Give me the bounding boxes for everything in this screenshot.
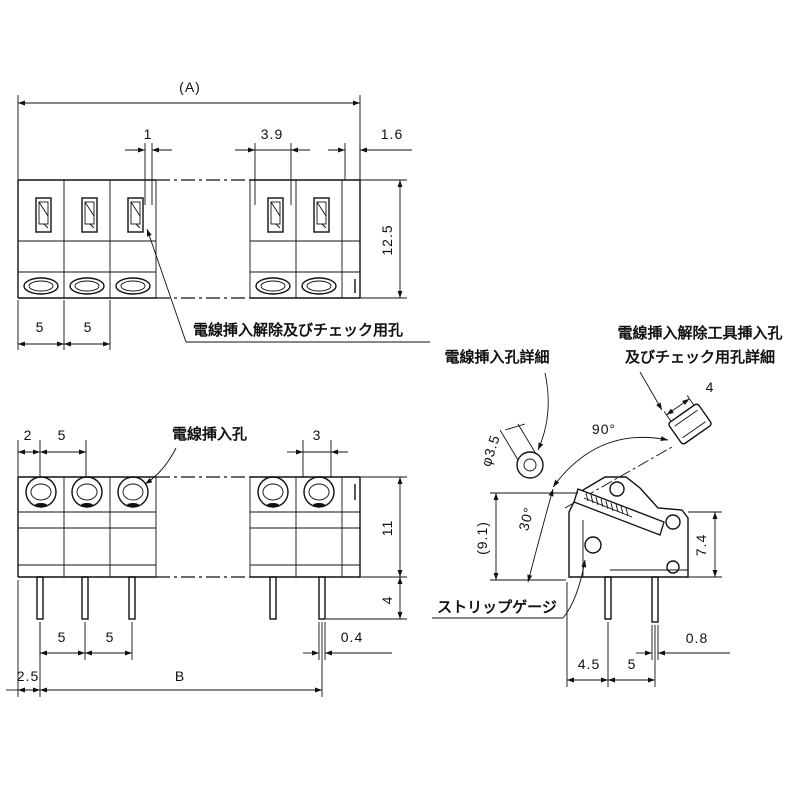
dimension-front-11: 11 bbox=[360, 476, 407, 578]
dimension-1-label: 1 bbox=[144, 126, 153, 142]
release-hole bbox=[81, 197, 98, 233]
tool-dim-4-label: 4 bbox=[706, 379, 715, 395]
wire-hole bbox=[25, 476, 57, 508]
side-pin bbox=[651, 576, 659, 623]
dimension-3-9-label: 3.9 bbox=[261, 126, 283, 142]
dimension-1-6-label: 1.6 bbox=[381, 126, 403, 142]
wire-hole-label: 電線挿入孔 bbox=[172, 425, 247, 443]
dimension-side-0-8: 0.8 bbox=[636, 625, 730, 660]
front-dim-4-label: 4 bbox=[379, 596, 395, 605]
wire-hole-detail: φ3.5 bbox=[478, 423, 544, 479]
top-pitch-2-label: 5 bbox=[84, 319, 93, 335]
dim-9-1-label: (9.1) bbox=[474, 521, 490, 555]
dimension-3-9: 3.9 bbox=[235, 126, 310, 205]
wire-hole bbox=[257, 476, 289, 508]
side-pin bbox=[604, 576, 612, 620]
top-view: (A) 1 3.9 1.6 12.5 bbox=[17, 79, 430, 350]
front-wire-holes bbox=[25, 476, 356, 508]
pin-0-4-label: 0.4 bbox=[341, 629, 363, 645]
top-pitch-1-label: 5 bbox=[36, 319, 45, 335]
angle-90: 90° bbox=[552, 421, 669, 488]
dimension-9-1: (9.1) bbox=[474, 492, 578, 581]
dimension-2-5-and-B: 2.5 B bbox=[6, 580, 323, 697]
wire-hole-detail-label: 電線挿入孔詳細 bbox=[444, 348, 549, 366]
dimension-pin-pitch: 5 5 bbox=[39, 622, 133, 660]
strip-gauge-label: ストリップゲージ bbox=[437, 598, 557, 616]
top-wire-openings bbox=[23, 277, 356, 295]
angle-30-label: 30° bbox=[515, 505, 537, 532]
side-view: 電線挿入孔詳細 電線挿入解除工具挿入孔 及びチェック用孔詳細 φ3.5 4 bbox=[432, 324, 783, 687]
pin-pitch-1-label: 5 bbox=[58, 629, 67, 645]
dim-7-4-label: 7.4 bbox=[693, 534, 709, 556]
dimension-A-label: (A) bbox=[179, 79, 201, 95]
front-pins bbox=[36, 576, 326, 620]
wire-hole bbox=[71, 476, 103, 508]
side-hole bbox=[666, 560, 680, 574]
top-break-line bbox=[156, 179, 250, 299]
dimension-front-3: 3 bbox=[287, 427, 348, 477]
front-view: 2 5 電線挿入孔 3 11 4 bbox=[6, 425, 407, 697]
side-dim-0-8-label: 0.8 bbox=[686, 630, 708, 646]
strip-gauge-hatch bbox=[583, 492, 633, 518]
release-holes bbox=[35, 197, 330, 233]
pin-pitch-2-label: 5 bbox=[106, 629, 115, 645]
release-hole bbox=[267, 197, 284, 233]
wire-hole-callout: 電線挿入孔 bbox=[144, 425, 247, 485]
release-hole bbox=[127, 197, 144, 233]
side-view-body bbox=[568, 476, 689, 623]
angle-30: 30° bbox=[515, 488, 554, 583]
dimension-front-top: 2 5 bbox=[17, 427, 87, 477]
side-hole bbox=[665, 514, 681, 530]
top-view-body bbox=[17, 179, 361, 299]
tool-hole-detail: 4 bbox=[663, 379, 715, 445]
side-hole bbox=[584, 536, 602, 554]
dimension-side-bottom: 4.5 5 bbox=[566, 582, 656, 687]
release-hole bbox=[313, 197, 330, 233]
tool-hole-detail-leader bbox=[639, 371, 663, 411]
front-break-line bbox=[156, 476, 250, 578]
dimension-front-4: 4 bbox=[326, 577, 407, 620]
front-dim-2-label: 2 bbox=[24, 427, 33, 443]
pin bbox=[269, 576, 277, 620]
wire-hole bbox=[117, 476, 149, 508]
release-hole bbox=[35, 197, 52, 233]
dim-2-5-label: 2.5 bbox=[17, 668, 39, 684]
dimension-1-6: 1.6 bbox=[328, 126, 412, 180]
dim-B-label: B bbox=[175, 668, 185, 684]
dia-3-5-label: φ3.5 bbox=[478, 433, 503, 469]
tool-hole-detail-label-line2: 及びチェック用孔詳細 bbox=[625, 348, 775, 366]
pin bbox=[128, 576, 136, 620]
front-dim-5-label: 5 bbox=[58, 427, 67, 443]
strip-gauge-callout: ストリップゲージ bbox=[432, 559, 587, 619]
angle-90-label: 90° bbox=[592, 421, 616, 437]
pin bbox=[36, 576, 44, 620]
wire-hole bbox=[303, 476, 335, 508]
dimension-top-pitch: 5 5 bbox=[17, 300, 111, 350]
dimension-A: (A) bbox=[17, 79, 361, 180]
dimension-12-5-label: 12.5 bbox=[379, 224, 395, 255]
release-check-hole-callout: 電線挿入解除及びチェック用孔 bbox=[146, 228, 430, 343]
dimension-7-4: 7.4 bbox=[688, 511, 722, 578]
release-check-hole-label: 電線挿入解除及びチェック用孔 bbox=[193, 321, 403, 339]
front-dim-11-label: 11 bbox=[379, 520, 395, 537]
wire-hole-detail-leader bbox=[537, 372, 549, 451]
side-dim-4-5-label: 4.5 bbox=[578, 656, 600, 672]
side-dim-5-label: 5 bbox=[628, 656, 637, 672]
dimension-1: 1 bbox=[125, 126, 172, 205]
front-dim-3-label: 3 bbox=[313, 427, 322, 443]
side-hole bbox=[609, 481, 625, 497]
pin bbox=[81, 576, 89, 620]
pin bbox=[318, 576, 326, 620]
dimension-12-5: 12.5 bbox=[360, 179, 407, 299]
dimension-pin-0-4: 0.4 bbox=[303, 622, 392, 660]
tool-hole-detail-label-line1: 電線挿入解除工具挿入孔 bbox=[617, 324, 782, 342]
